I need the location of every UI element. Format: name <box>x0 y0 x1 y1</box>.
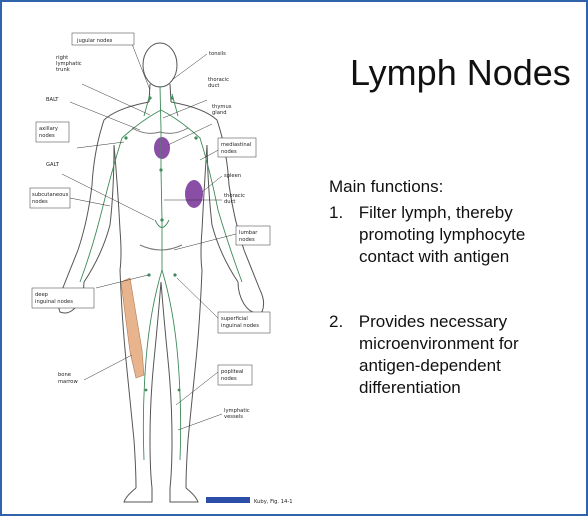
function-line: contact with antigen <box>329 246 525 268</box>
label-galt: GALT <box>46 162 60 168</box>
label-subcutaneous-nodes-2: nodes <box>32 199 48 205</box>
caption-logo-bar <box>206 497 250 503</box>
label-axillary-nodes-2: nodes <box>39 133 55 139</box>
label-spleen: spleen <box>224 173 241 179</box>
label-right-lymphatic-trunk-3: trunk <box>56 67 70 73</box>
label-thoracic-duct-top-2: duct <box>208 83 219 89</box>
function-line: microenvironment for <box>329 333 519 355</box>
label-superficial-inguinal-nodes-2: inguinal nodes <box>221 323 259 329</box>
label-mediastinal-nodes-2: nodes <box>221 149 237 155</box>
slide-subtitle: Main functions: <box>329 177 443 197</box>
thymus-illustration <box>154 137 170 159</box>
label-lymphatic-vessels-2: vessels <box>224 414 243 420</box>
function-number: 2. <box>329 311 354 333</box>
function-number: 1. <box>329 202 354 224</box>
label-bone-marrow-2: marrow <box>58 379 78 385</box>
label-subcutaneous-nodes-1: subcutaneous <box>32 192 69 198</box>
label-deep-inguinal-nodes-2: inguinal nodes <box>35 299 73 305</box>
label-popliteal-nodes-2: nodes <box>221 376 237 382</box>
label-jugular-nodes: jugular nodes <box>76 38 113 44</box>
function-line: Provides necessary <box>359 312 507 331</box>
label-axillary-nodes-1: axillary <box>39 126 58 132</box>
lymphatic-system-figure: jugular nodes tonsils right lymphatic tr… <box>22 20 322 510</box>
label-balt: BALT <box>46 97 59 103</box>
label-lumbar-nodes-1: lumbar <box>239 230 258 236</box>
anatomy-illustration: jugular nodes tonsils right lymphatic tr… <box>22 20 322 510</box>
bone-marrow-illustration <box>121 278 144 378</box>
label-mediastinal-nodes-1: mediastinal <box>221 142 251 148</box>
label-thymus-gland-2: gland <box>212 110 227 116</box>
function-item-1: 1. Filter lymph, thereby promoting lymph… <box>329 202 525 268</box>
label-bone-marrow-1: bone <box>58 372 71 378</box>
function-line: differentiation <box>329 377 519 399</box>
label-superficial-inguinal-nodes-1: superficial <box>221 316 248 322</box>
function-line: antigen-dependent <box>329 355 519 377</box>
figure-caption: Kuby, Fig. 14-1 <box>254 499 293 505</box>
label-thoracic-duct-mid-2: duct <box>224 199 235 205</box>
label-popliteal-nodes-1: popliteal <box>221 369 244 375</box>
function-line: Filter lymph, thereby <box>359 203 513 222</box>
label-lumbar-nodes-2: nodes <box>239 237 255 243</box>
label-deep-inguinal-nodes-1: deep <box>35 292 49 298</box>
slide-title: Lymph Nodes <box>350 52 571 94</box>
lymphatic-vessel-network <box>80 86 242 460</box>
spleen-illustration <box>185 180 203 208</box>
function-line: promoting lymphocyte <box>329 224 525 246</box>
label-tonsils: tonsils <box>209 51 226 57</box>
function-item-2: 2. Provides necessary microenvironment f… <box>329 311 519 399</box>
